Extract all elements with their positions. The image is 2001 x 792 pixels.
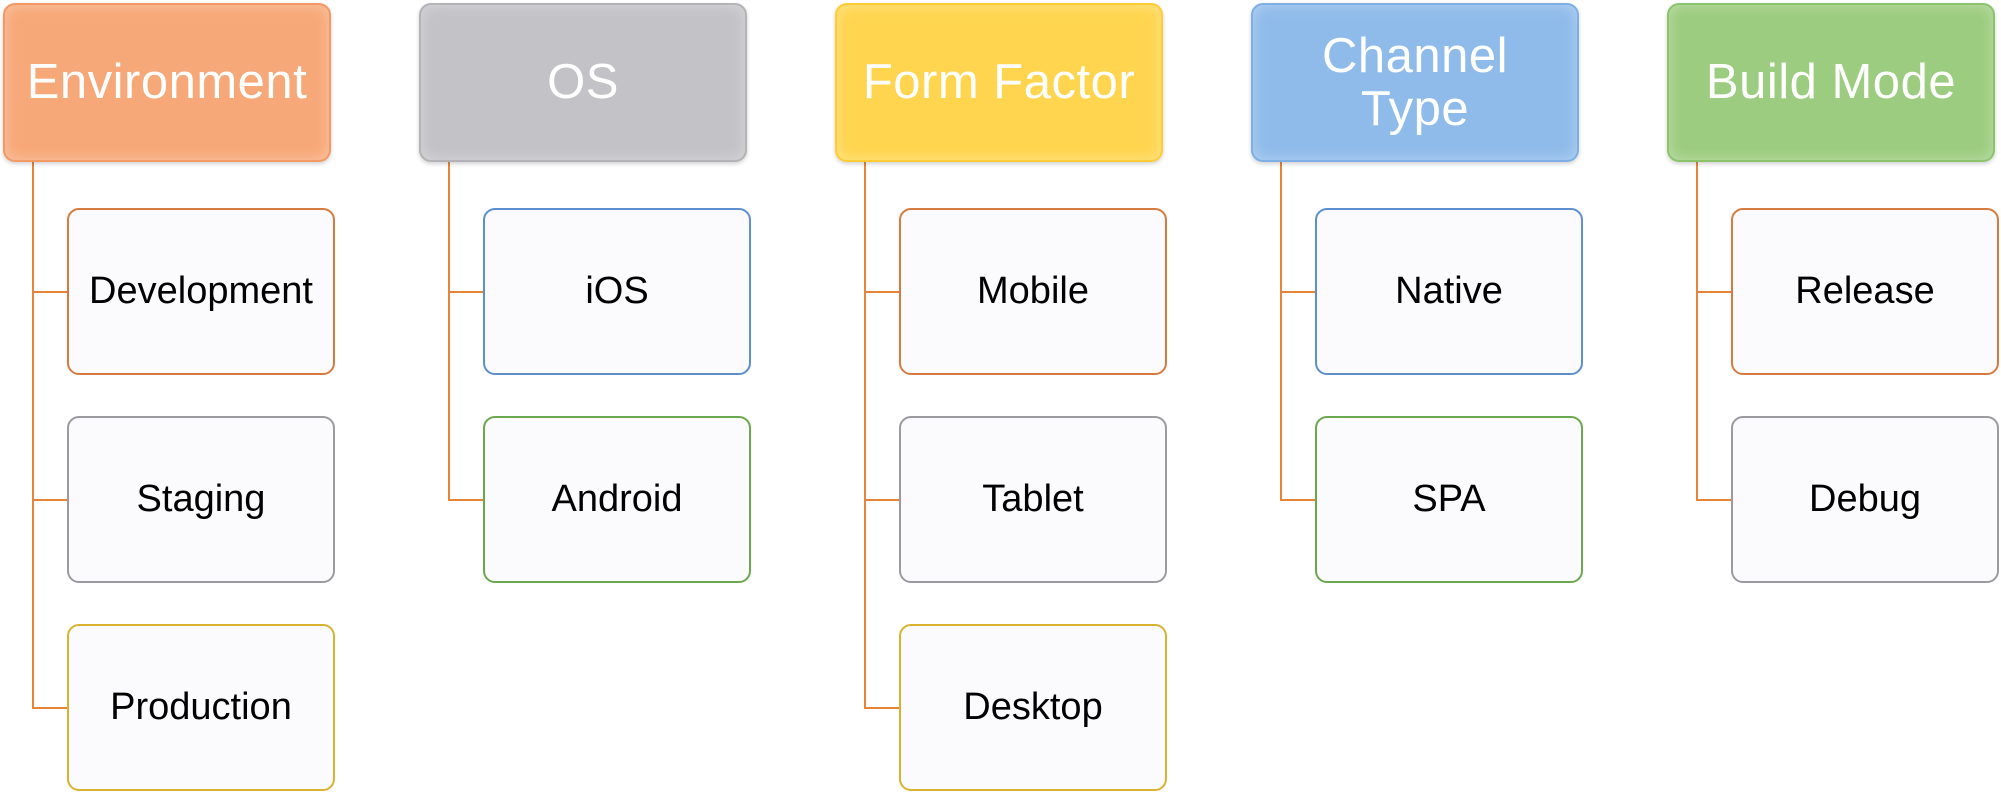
connector-branch [32,499,68,501]
connector-line [448,162,450,500]
column-os: OS iOS Android [416,0,756,792]
connector-line [1696,162,1698,500]
item-desktop: Desktop [899,624,1167,791]
connector-branch [864,291,900,293]
connector-branch [864,707,900,709]
connector-branch [1696,291,1732,293]
connector-branch [1280,499,1316,501]
connector-branch [448,499,484,501]
connector-line [32,162,34,708]
item-native: Native [1315,208,1583,375]
connector-branch [864,499,900,501]
header-channel-type: Channel Type [1251,3,1579,162]
item-ios: iOS [483,208,751,375]
column-form-factor: Form Factor Mobile Tablet Desktop [832,0,1172,792]
connector-line [1280,162,1282,500]
connector-branch [32,707,68,709]
header-os: OS [419,3,747,162]
item-production: Production [67,624,335,791]
connector-branch [32,291,68,293]
item-spa: SPA [1315,416,1583,583]
column-environment: Environment Development Staging Producti… [0,0,340,792]
connector-branch [448,291,484,293]
header-build-mode: Build Mode [1667,3,1995,162]
header-environment: Environment [3,3,331,162]
header-form-factor: Form Factor [835,3,1163,162]
item-android: Android [483,416,751,583]
item-release: Release [1731,208,1999,375]
item-tablet: Tablet [899,416,1167,583]
connector-branch [1280,291,1316,293]
column-channel-type: Channel Type Native SPA [1248,0,1588,792]
connector-branch [1696,499,1732,501]
column-build-mode: Build Mode Release Debug [1664,0,2001,792]
item-staging: Staging [67,416,335,583]
item-development: Development [67,208,335,375]
item-mobile: Mobile [899,208,1167,375]
connector-line [864,162,866,708]
item-debug: Debug [1731,416,1999,583]
